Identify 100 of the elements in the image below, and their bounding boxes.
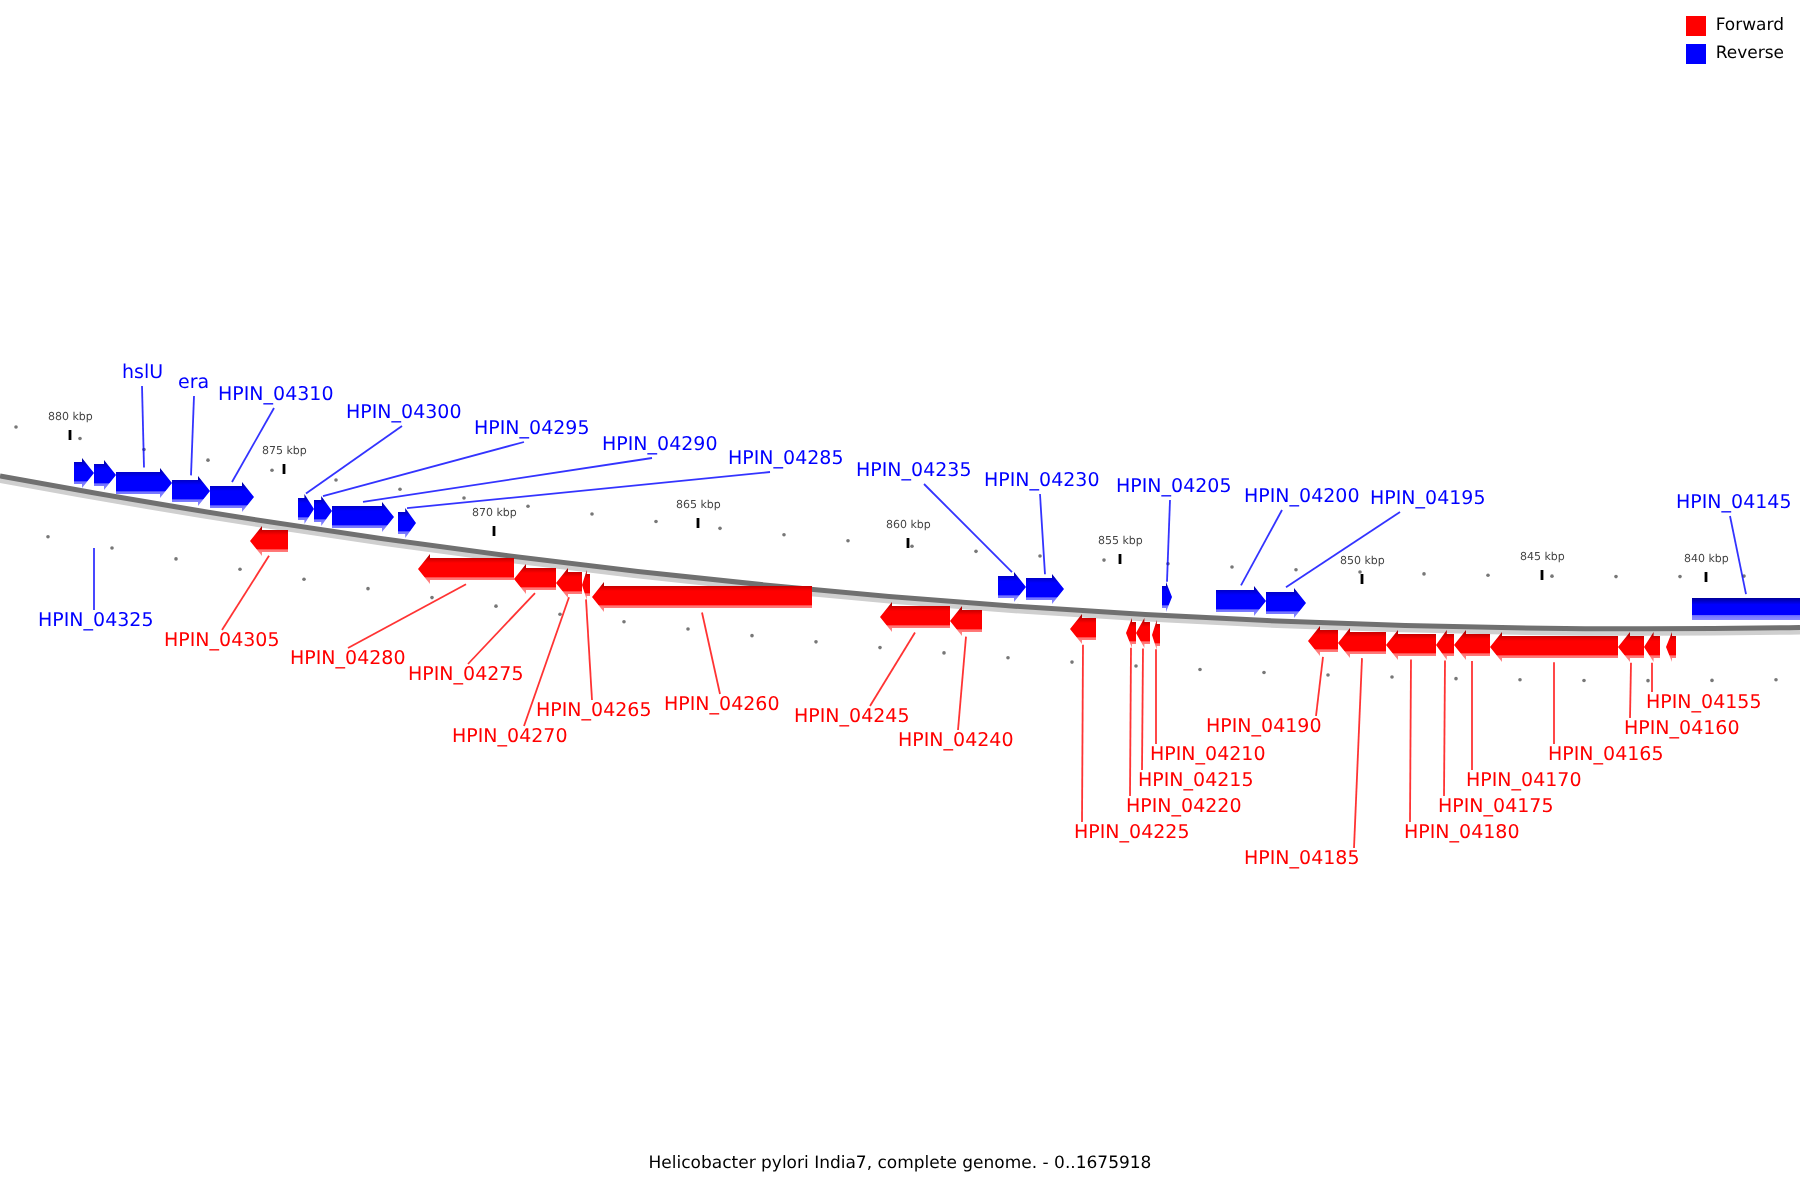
gene-label: HPIN_04325	[38, 610, 154, 634]
gene-feature	[1308, 626, 1338, 657]
leader-line	[1166, 499, 1171, 583]
leader-line	[869, 631, 916, 707]
gene-feature	[398, 508, 416, 539]
gene-feature	[418, 554, 514, 585]
leader-line	[1353, 657, 1363, 849]
caption: Helicobacter pylori India7, complete genome. - 0..1675918	[648, 1154, 1152, 1174]
gene-label: HPIN_04225	[1074, 822, 1190, 846]
leader-line	[93, 547, 95, 611]
gene-label: HPIN_04270	[452, 726, 568, 750]
leader-line	[1729, 515, 1747, 595]
gene-label: HPIN_04180	[1404, 822, 1520, 846]
gene-feature	[1490, 632, 1618, 663]
gene-label: HPIN_04160	[1624, 718, 1740, 742]
leader-line	[347, 583, 467, 649]
leader-line	[585, 598, 593, 701]
gene-label: HPIN_04200	[1244, 486, 1360, 510]
leader-line	[305, 425, 403, 495]
gene-label: HPIN_04170	[1466, 770, 1582, 794]
gene-feature	[880, 602, 950, 633]
leader-line	[1651, 661, 1653, 693]
leader-line	[1285, 511, 1401, 589]
gene-label: hslU	[122, 362, 164, 386]
gene-feature	[1692, 594, 1800, 625]
gene-feature	[1216, 585, 1266, 616]
gene-feature	[1162, 581, 1172, 612]
gene-feature	[172, 475, 210, 506]
gene-feature	[1666, 632, 1676, 663]
leader-line	[221, 554, 270, 631]
gene-feature	[1152, 619, 1160, 650]
gene-feature	[1618, 632, 1644, 663]
gene-feature	[116, 467, 172, 498]
leader-line	[190, 395, 195, 477]
gene-label: HPIN_04275	[408, 664, 524, 688]
gene-label: HPIN_04145	[1676, 492, 1792, 516]
gene-feature	[1070, 614, 1096, 645]
gene-label: HPIN_04280	[290, 648, 406, 672]
gene-feature	[1644, 632, 1660, 663]
gene-label: era	[178, 372, 210, 396]
gene-label: HPIN_04285	[728, 448, 844, 472]
leader-line	[467, 592, 536, 665]
leader-line	[1039, 493, 1046, 576]
gene-label: HPIN_04210	[1150, 744, 1266, 768]
gene-feature	[298, 493, 314, 524]
leader-line	[362, 457, 653, 503]
gene-feature	[1454, 630, 1490, 661]
gene-feature	[210, 482, 254, 512]
gene-label: HPIN_04190	[1206, 716, 1322, 740]
leader-line	[322, 441, 525, 497]
gene-feature	[1126, 617, 1136, 648]
leader-line	[1315, 655, 1324, 717]
leader-line	[957, 635, 967, 731]
gene-feature	[74, 457, 94, 488]
gene-label: HPIN_04310	[218, 384, 334, 408]
gene-label: HPIN_04265	[536, 700, 652, 724]
leader-line	[1081, 643, 1084, 823]
leader-line	[141, 385, 145, 469]
gene-label: HPIN_04245	[794, 706, 910, 730]
gene-feature	[1436, 630, 1454, 661]
gene-feature	[556, 567, 582, 598]
leader-line	[406, 471, 771, 510]
gene-label: HPIN_04290	[602, 434, 718, 458]
gene-feature	[1386, 629, 1436, 660]
gene-label: HPIN_04165	[1548, 744, 1664, 768]
gene-label: HPIN_04260	[664, 694, 780, 718]
gene-feature	[250, 525, 288, 556]
gene-label: HPIN_04305	[164, 630, 280, 654]
gene-label: HPIN_04240	[898, 730, 1014, 754]
gene-feature	[592, 582, 812, 613]
leader-line	[1443, 659, 1446, 797]
gene-feature	[950, 606, 982, 637]
leader-line	[701, 611, 721, 695]
gene-label: HPIN_04195	[1370, 488, 1486, 512]
gene-label: HPIN_04215	[1138, 770, 1254, 794]
gene-label: HPIN_04205	[1116, 476, 1232, 500]
leader-line	[1155, 648, 1157, 745]
gene-feature	[332, 501, 394, 532]
gene-label: HPIN_04155	[1646, 692, 1762, 716]
gene-label: HPIN_04185	[1244, 848, 1360, 872]
leader-line	[1629, 661, 1632, 719]
legend-label: Reverse	[1715, 44, 1784, 64]
gene-feature	[1338, 628, 1386, 659]
gene-label: HPIN_04220	[1126, 796, 1242, 820]
leader-line	[1471, 660, 1473, 771]
gene-feature	[998, 572, 1026, 602]
leader-line	[231, 407, 275, 483]
leader-line	[1129, 646, 1132, 797]
gene-feature	[514, 563, 556, 594]
gene-feature	[1266, 587, 1306, 618]
gene-feature	[1026, 574, 1064, 605]
gene-feature	[582, 569, 590, 600]
leader-line	[923, 483, 1013, 573]
leader-line	[1141, 647, 1144, 771]
legend-label: Forward	[1715, 16, 1784, 36]
gene-feature	[1136, 618, 1150, 649]
leader-line	[1409, 658, 1412, 823]
gene-feature	[94, 460, 116, 491]
leader-line	[523, 596, 570, 727]
gene-label: HPIN_04300	[346, 402, 462, 426]
